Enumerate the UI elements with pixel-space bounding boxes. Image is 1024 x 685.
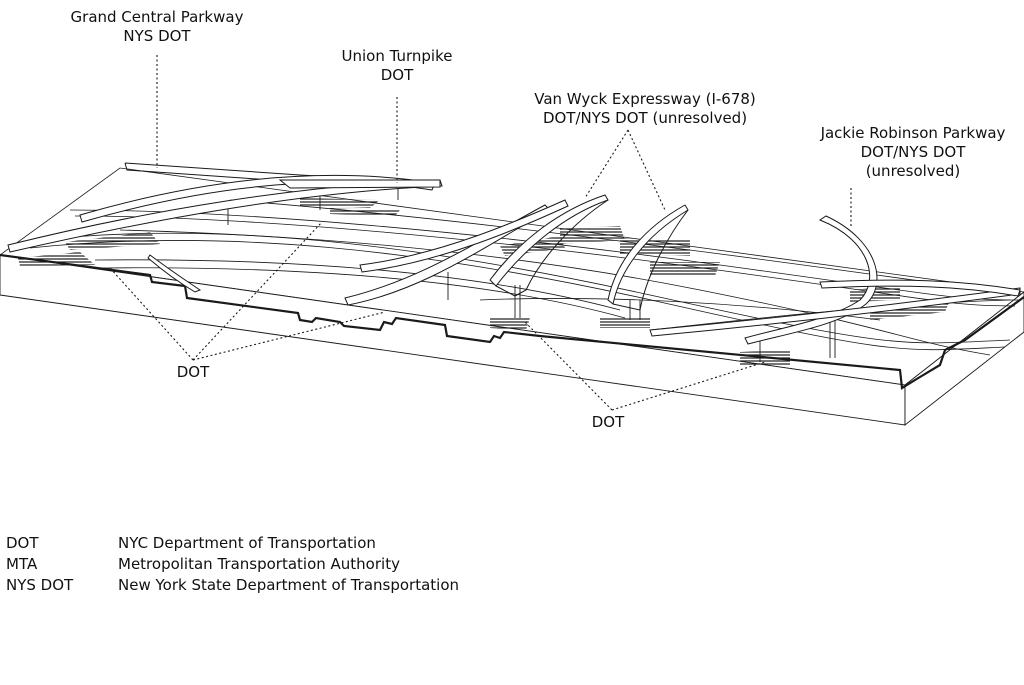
leader-lines	[109, 55, 852, 411]
callout-dot-left: DOT	[163, 363, 223, 382]
callout-name: Jackie Robinson Parkway	[820, 124, 1006, 142]
legend-meaning: New York State Department of Transportat…	[118, 576, 460, 594]
legend-meaning: NYC Department of Transportation	[118, 534, 376, 552]
callout-owner: DOT/NYS DOT	[860, 143, 966, 161]
legend: DOT NYC Department of Transportation MTA…	[6, 533, 459, 596]
ramp-lower-left	[147, 254, 202, 293]
legend-abbr: DOT	[6, 534, 39, 552]
legend-row: DOT NYC Department of Transportation	[6, 533, 459, 554]
elevated-roadways	[7, 162, 1021, 345]
legend-abbr: MTA	[6, 555, 38, 573]
legend-row: MTA Metropolitan Transportation Authorit…	[6, 554, 459, 575]
callout-owner: DOT	[591, 413, 625, 431]
ramp-right-long	[649, 287, 1021, 337]
block-edge-cut	[0, 253, 1024, 390]
callout-dot-right: DOT	[578, 413, 638, 432]
union-turnpike-deck	[278, 179, 441, 189]
leader-dot-left-3	[192, 311, 386, 361]
legend-abbr: NYS DOT	[6, 576, 74, 594]
legend-meaning: Metropolitan Transportation Authority	[118, 555, 400, 573]
callout-grand-central-parkway: Grand Central Parkway NYS DOT	[62, 8, 252, 46]
block-side	[904, 291, 1024, 426]
callout-jackie-robinson-parkway: Jackie Robinson Parkway DOT/NYS DOT (unr…	[808, 124, 1018, 181]
callout-owner: DOT	[176, 363, 210, 381]
callout-owner: DOT	[380, 66, 414, 84]
callout-name: Grand Central Parkway	[70, 8, 244, 26]
leader-van-wyck-right	[627, 129, 666, 211]
callout-union-turnpike: Union Turnpike DOT	[332, 47, 462, 85]
callout-owner: NYS DOT	[123, 27, 191, 45]
callout-name: Van Wyck Expressway (I-678)	[534, 90, 756, 108]
callout-van-wyck-expressway: Van Wyck Expressway (I-678) DOT/NYS DOT …	[520, 90, 770, 128]
callout-owner: DOT/NYS DOT (unresolved)	[542, 109, 748, 127]
legend-row: NYS DOT New York State Department of Tra…	[6, 575, 459, 596]
callout-note: (unresolved)	[865, 162, 961, 180]
leader-van-wyck-left	[584, 129, 629, 199]
callout-name: Union Turnpike	[341, 47, 453, 65]
